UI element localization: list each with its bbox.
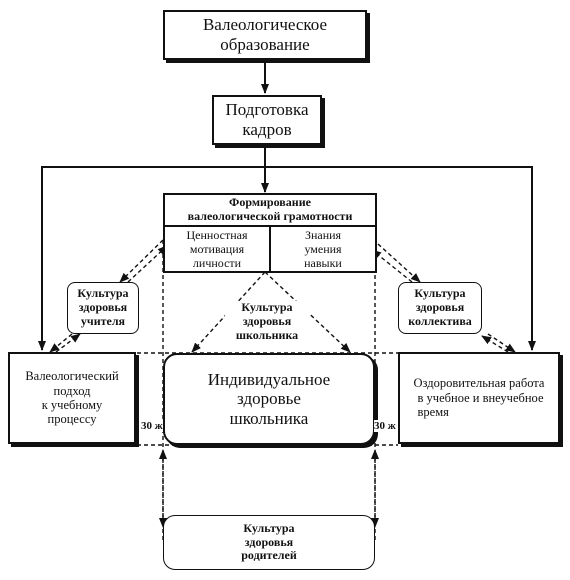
parents-culture-line3: родителей [241,548,297,563]
line-training-to-health-work [265,166,536,351]
valeo-approach-line4: процессу [47,412,97,427]
valeo-education-box: Валеологическое образование [163,10,367,60]
valeo-approach-line2: подход [53,383,91,398]
dashed-teacher-approach-b [55,333,81,353]
pupil-culture-line1: Культура [241,300,293,314]
formation-skills-line2: умения [304,242,342,257]
health-work-line3: время [417,405,449,420]
left-30-label: 30 ж [141,420,163,432]
formation-title: Формирование валеологической грамотности [165,195,375,227]
formation-skills-cell: Знания умения навыки [271,227,375,273]
line-training-to-approach [38,166,265,351]
team-culture-line1: Культура [414,286,466,301]
teacher-culture-line1: Культура [77,286,129,301]
dashed-team-health-b [481,335,509,353]
training-line1: Подготовка [225,100,309,120]
health-work-line2: в учебное и внеучебное [417,390,544,405]
parents-culture-box: Культура здоровья родителей [163,515,375,570]
individual-health-line2: здоровье [237,389,301,409]
formation-values-cell: Ценностная мотивация личности [165,227,271,273]
pupil-culture-line2: здоровья [242,313,292,328]
formation-skills-line3: навыки [304,255,342,270]
teacher-culture-line3: учителя [80,313,126,328]
formation-box: Формирование валеологической грамотности… [163,193,377,273]
team-culture-line3: коллектива [408,313,472,328]
teacher-culture-line2: здоровья [78,300,128,315]
valeo-approach-line3: к учебному [41,398,103,412]
right-30-label: 30 ж [374,420,396,432]
teacher-culture-box: Культура здоровья учителя [67,282,139,334]
individual-health-line3: школьника [229,408,309,428]
team-culture-line2: здоровья [415,300,465,315]
dashed-formation-teacher-b [127,245,168,283]
dashed-formation-team-a [377,243,421,283]
formation-title-line1: Формирование [229,195,311,210]
team-culture-box: Культура здоровья коллектива [398,282,482,334]
valeo-approach-line1: Валеологический [25,369,119,384]
health-work-box: Оздоровительная работа в учебное и внеуч… [398,352,560,444]
parents-culture-line1: Культура [243,520,295,535]
individual-health-line1: Индивидуальное [207,369,331,389]
training-line2: кадров [242,120,292,139]
training-box: Подготовка кадров [212,95,322,145]
parents-culture-line2: здоровья [244,534,294,549]
formation-skills-line1: Знания [304,228,342,243]
formation-values-line3: личности [192,255,242,270]
valeo-approach-box: Валеологический подход к учебному процес… [8,352,136,444]
individual-health-box: Индивидуальное здоровье школьника [163,353,375,445]
valeo-education-line2: образование [220,35,310,54]
formation-title-line2: валеологической грамотности [187,209,353,223]
formation-values-line1: Ценностная [186,228,248,243]
dashed-formation-team-b [371,249,413,283]
valeo-education-line1: Валеологическое [202,15,328,35]
formation-values-line2: мотивация [189,242,245,257]
health-work-line1: Оздоровительная работа [413,376,545,391]
pupil-culture-label: Культура здоровья школьника [225,300,309,343]
dashed-formation-teacher-a [119,239,164,283]
pupil-culture-line3: школьника [235,327,299,342]
dashed-team-health-a [487,333,516,353]
dashed-teacher-approach-a [49,333,73,353]
